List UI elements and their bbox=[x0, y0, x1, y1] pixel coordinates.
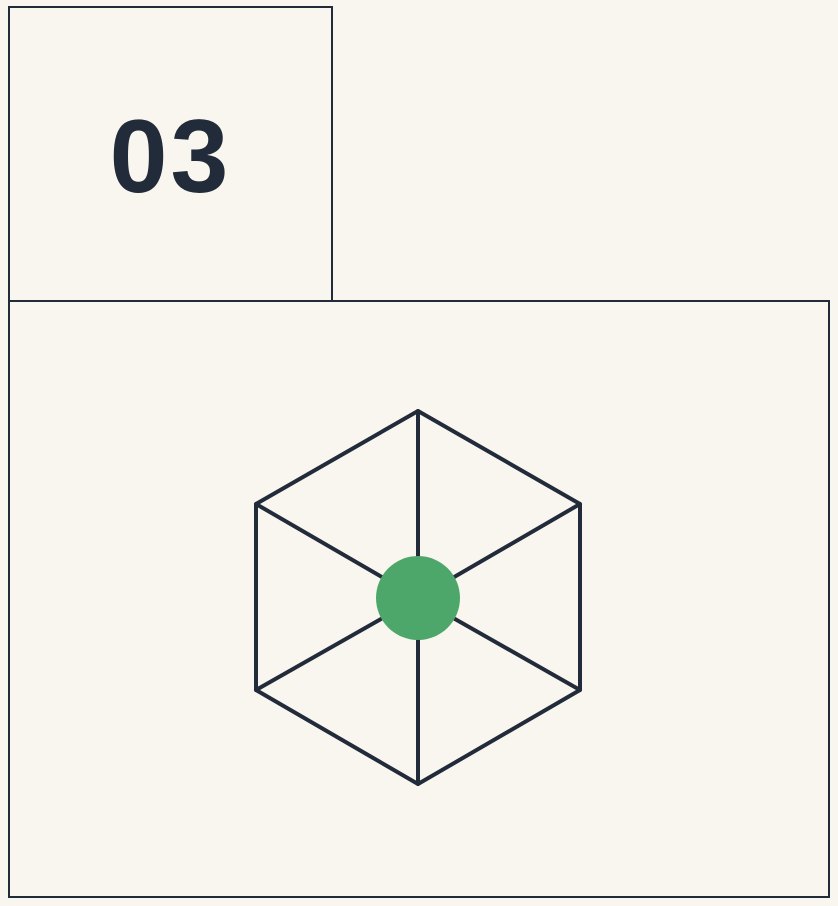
step-number-tab: 03 bbox=[8, 6, 333, 302]
step-number: 03 bbox=[109, 98, 232, 215]
icon-panel bbox=[8, 300, 830, 898]
